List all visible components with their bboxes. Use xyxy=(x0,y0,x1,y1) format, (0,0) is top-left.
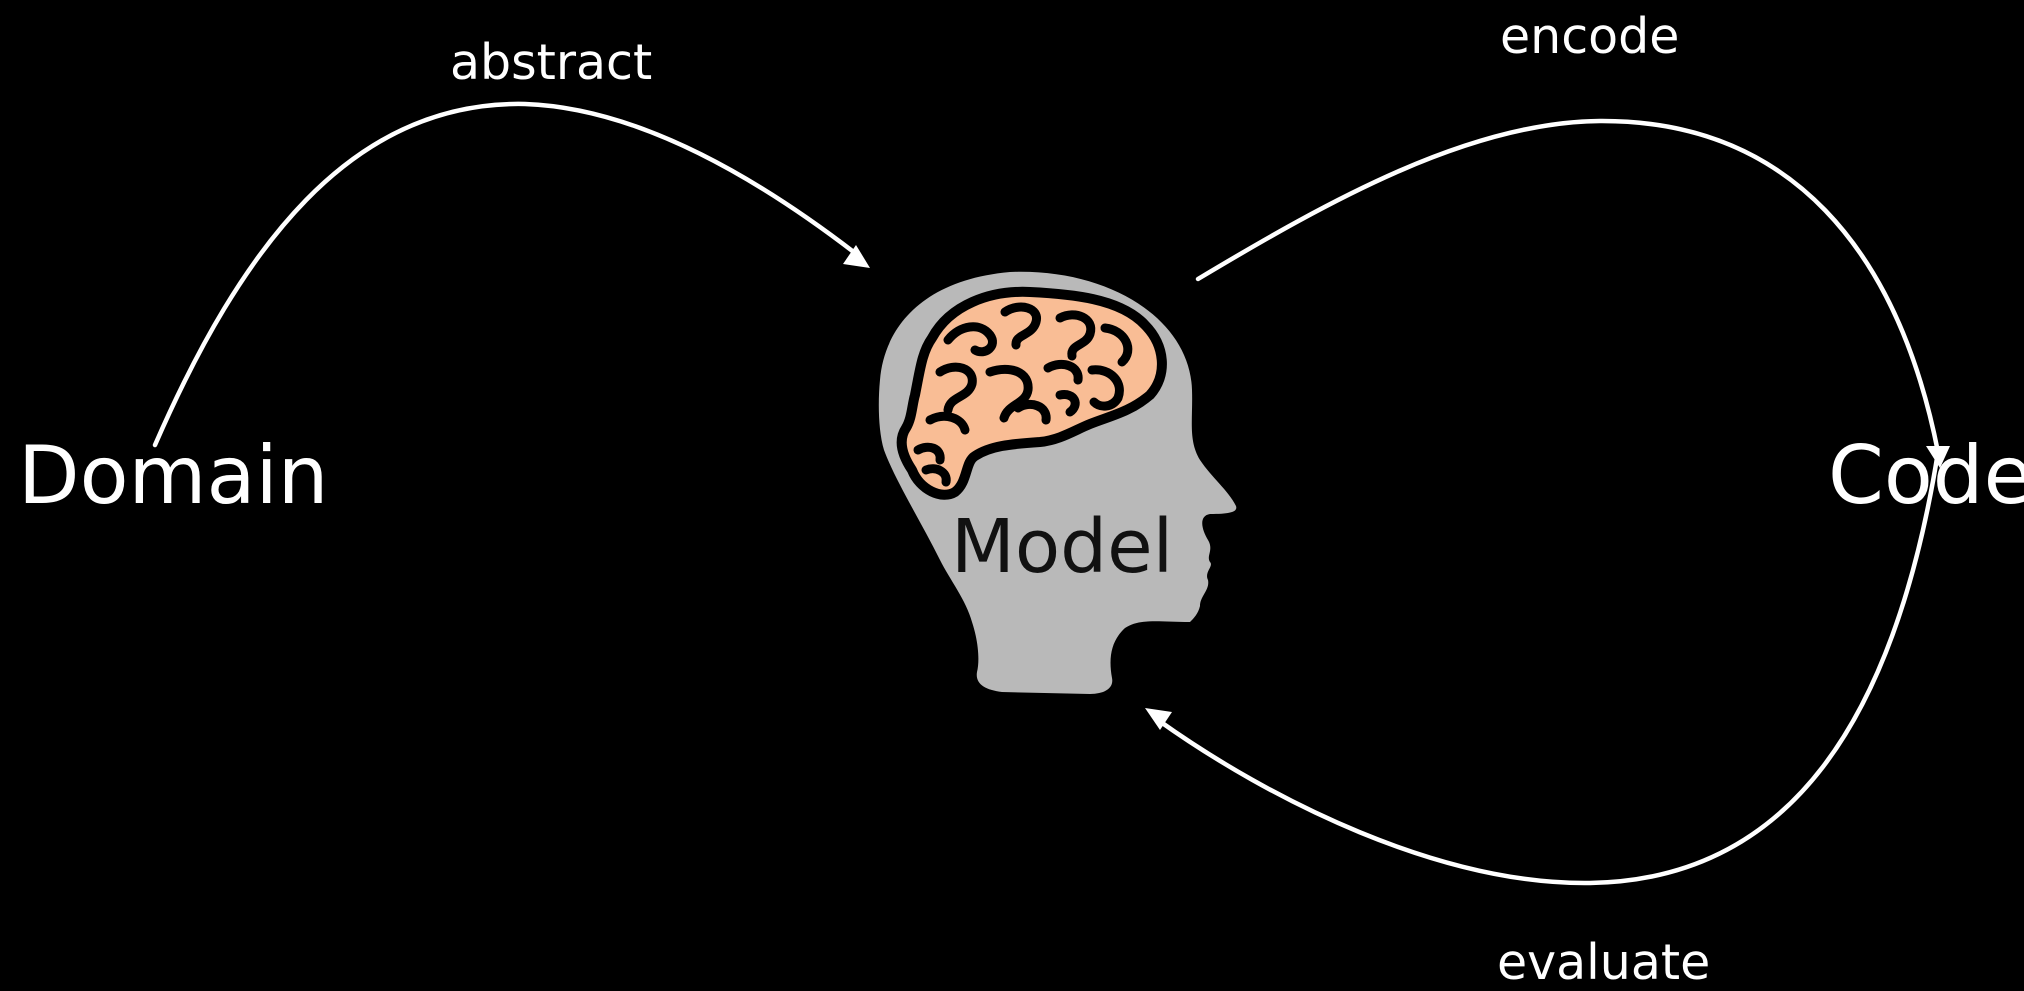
evaluate-arrow xyxy=(1155,449,1941,886)
encode-edge-label: encode xyxy=(1500,8,1680,65)
code-node-label: Code xyxy=(1828,429,2024,522)
brain-icon xyxy=(896,286,1167,500)
domain-node-label: Domain xyxy=(18,429,329,522)
abstract-arrowhead xyxy=(843,245,870,268)
model-node-label: Model xyxy=(951,504,1174,590)
encode-arrowhead xyxy=(1926,446,1950,468)
evaluate-edge-label: evaluate xyxy=(1497,934,1711,991)
arrowheads xyxy=(843,245,1950,730)
evaluate-arrowhead xyxy=(1145,708,1172,730)
encode-arrow xyxy=(1195,118,1941,455)
abstract-arrow xyxy=(152,101,858,448)
abstract-edge-label: abstract xyxy=(450,34,653,91)
